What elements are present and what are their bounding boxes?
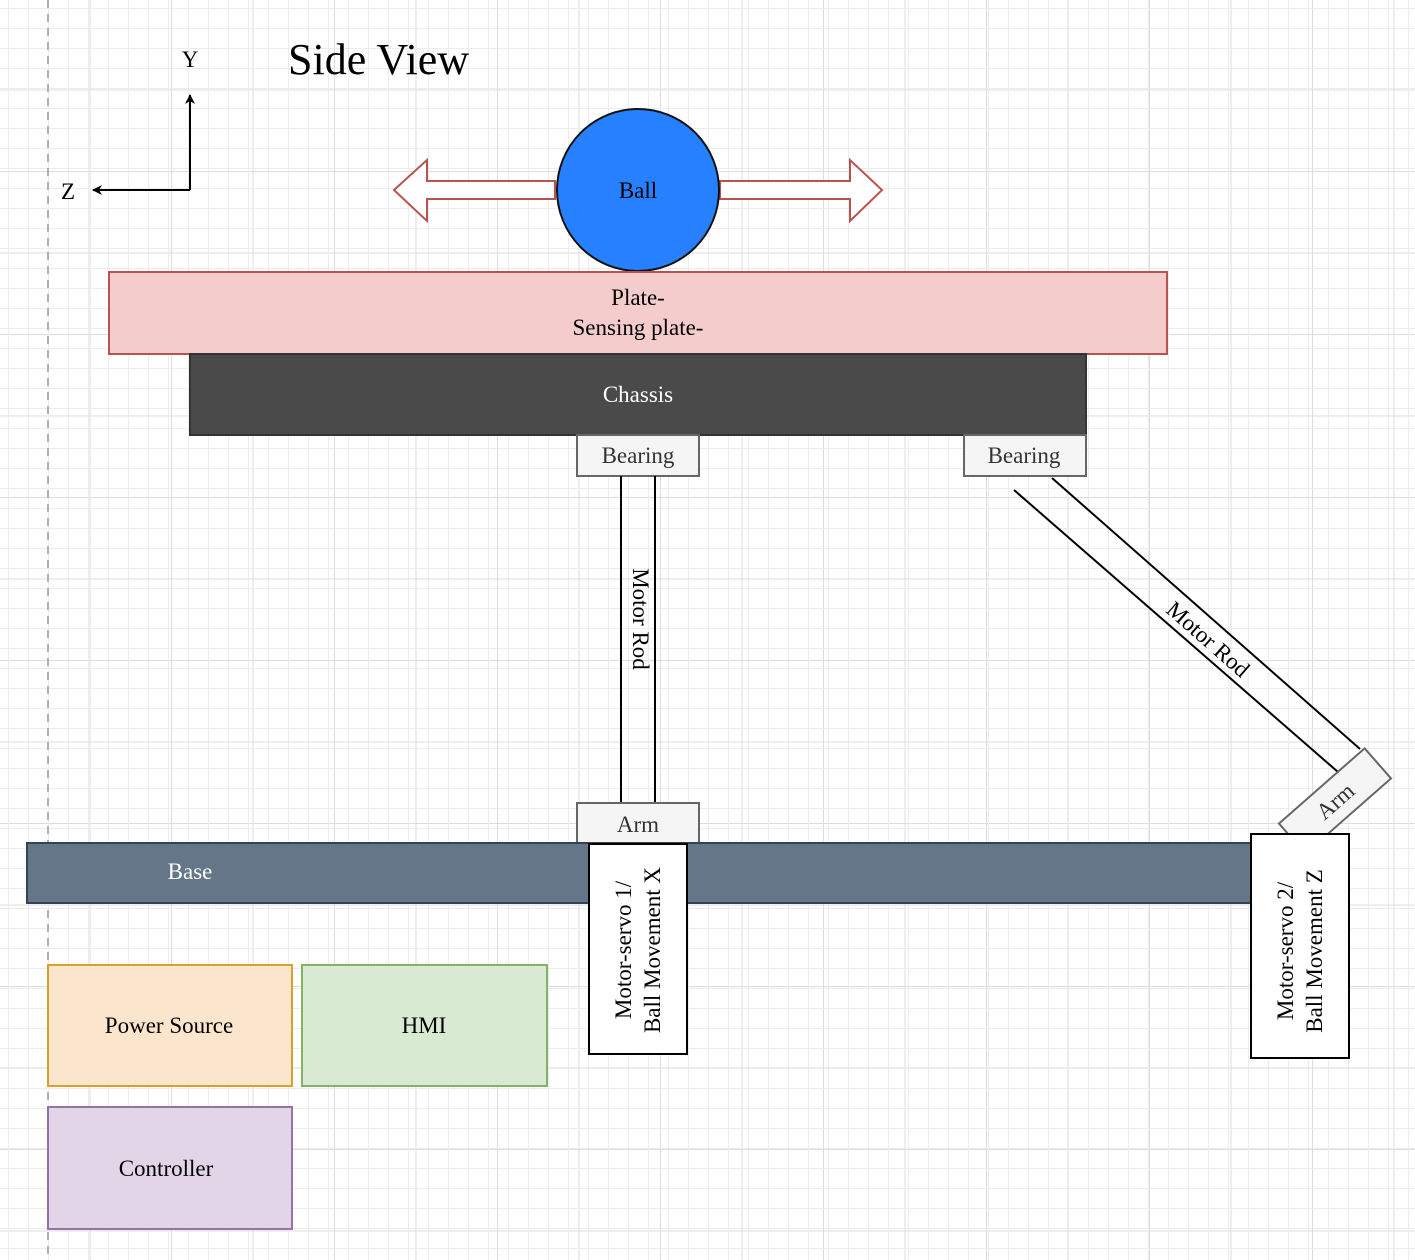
hmi-label: HMI <box>402 1013 447 1038</box>
motor-rod-right[interactable] <box>1013 477 1361 773</box>
plate-label-line2: Sensing plate- <box>573 315 704 340</box>
motor-rod-right-label: Motor Rod <box>1162 596 1255 682</box>
right-arrow <box>719 157 884 224</box>
chassis-label: Chassis <box>603 382 673 407</box>
diagram-title: Side View <box>288 35 469 84</box>
plate-label-line1: Plate- <box>611 285 665 310</box>
motor-rod-left[interactable] <box>620 476 656 803</box>
plate[interactable] <box>108 271 1168 355</box>
arm-left[interactable] <box>576 802 700 845</box>
bearing-left[interactable] <box>576 434 700 477</box>
y-axis-label: Y <box>182 47 199 72</box>
z-axis-label: Z <box>61 179 75 204</box>
power-source-label: Power Source <box>105 1013 233 1038</box>
base-label: Base <box>168 859 213 884</box>
left-arrow <box>392 157 556 224</box>
axis-indicator: Y Z <box>61 47 199 204</box>
motor-servo-2-label-line2: Ball Movement Z <box>1302 869 1327 1033</box>
motor-servo-2[interactable] <box>1250 833 1350 1059</box>
ball-label: Ball <box>619 178 657 203</box>
motor-servo-1-label: Motor-servo 1/ Ball Movement X <box>611 867 665 1033</box>
motor-servo-1-label-line1: Motor-servo 1/ <box>611 880 636 1019</box>
controller-label: Controller <box>119 1156 214 1181</box>
motor-servo-1-label-line2: Ball Movement X <box>640 867 665 1033</box>
power-source-box[interactable] <box>47 964 293 1087</box>
bearing-left-label: Bearing <box>602 443 675 468</box>
motor-servo-2-label-line1: Motor-servo 2/ <box>1273 881 1298 1020</box>
motor-rod-left-label: Motor Rod <box>628 568 653 670</box>
bearing-right-label: Bearing <box>988 443 1061 468</box>
chassis[interactable] <box>189 353 1087 436</box>
hmi-box[interactable] <box>301 964 548 1087</box>
motor-servo-1[interactable] <box>588 843 688 1055</box>
controller-box[interactable] <box>47 1106 293 1230</box>
motor-servo-2-label: Motor-servo 2/ Ball Movement Z <box>1273 869 1327 1033</box>
arm-left-label: Arm <box>617 812 659 837</box>
bearing-right[interactable] <box>963 434 1087 477</box>
